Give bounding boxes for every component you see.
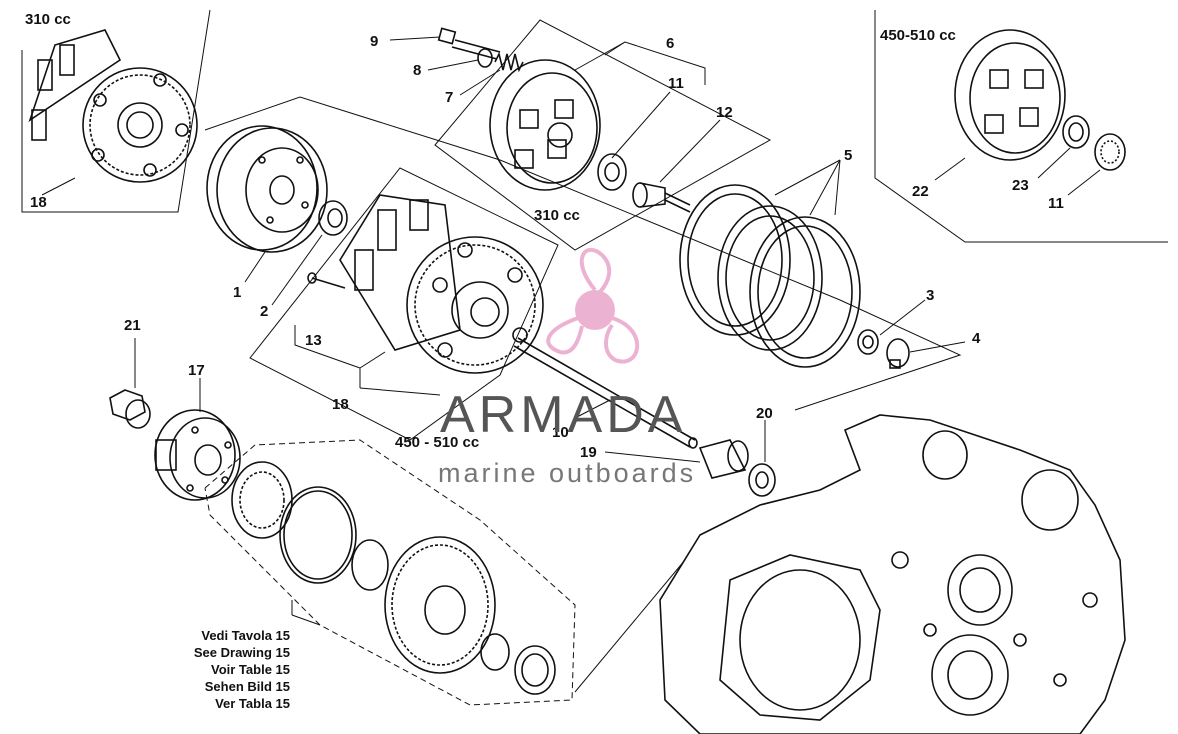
assembly-boundary <box>204 96 962 411</box>
label-310cc-top-left: 310 cc <box>25 11 71 28</box>
washer-part-23 <box>1062 115 1090 149</box>
note-line-it: Vedi Tavola 15 <box>201 628 290 643</box>
part-label-13: 13 <box>305 332 322 349</box>
part-label-23: 23 <box>1012 177 1029 194</box>
lock-washer-part-2 <box>318 200 348 236</box>
pressure-plate-part-6 <box>489 59 601 191</box>
pressure-plate-part-22 <box>954 29 1066 161</box>
frame-310cc-top-left <box>21 9 211 213</box>
logo-hub <box>575 290 615 330</box>
note-line-fr: Voir Table 15 <box>211 662 290 677</box>
part-label-11-right: 11 <box>1048 195 1064 212</box>
part-label-21: 21 <box>124 317 141 334</box>
washer-part-8 <box>477 48 493 68</box>
ring-gear-kit <box>231 461 556 695</box>
primary-gear-part-17 <box>154 409 241 501</box>
clutch-basket-part-18 <box>339 194 544 374</box>
frame-450-510cc-top-right <box>874 10 1168 243</box>
clutch-cover-part-1 <box>206 125 328 253</box>
lock-washer-part-4 <box>886 338 910 369</box>
part-label-10: 10 <box>552 424 569 441</box>
washer-part-20 <box>748 463 776 497</box>
part-label-2: 2 <box>260 303 268 320</box>
clutch-basket-310cc-part-18 <box>28 29 198 183</box>
part-label-22: 22 <box>912 183 929 200</box>
nut-part-21 <box>109 389 151 429</box>
pin-part-13 <box>307 272 346 289</box>
pushrod-part-12 <box>632 182 691 213</box>
part-label-4: 4 <box>972 330 981 347</box>
nut-part-3 <box>857 329 879 355</box>
watermark-brand: ARMADA <box>440 386 686 444</box>
part-label-1: 1 <box>233 284 241 301</box>
part-label-8: 8 <box>413 62 421 79</box>
part-label-7: 7 <box>445 89 453 106</box>
label-450-510cc-top-right: 450-510 cc <box>880 27 956 44</box>
leader-lines <box>41 36 1101 693</box>
logo-blade-2 <box>604 316 640 364</box>
armada-logo <box>546 248 640 364</box>
part-label-9: 9 <box>370 33 378 50</box>
part-label-3: 3 <box>926 287 934 304</box>
part-label-6: 6 <box>666 35 674 52</box>
label-450-510cc-center: 450 - 510 cc <box>395 434 479 451</box>
logo-blade-3 <box>546 316 584 355</box>
watermark-tagline: marine outboards <box>438 458 696 488</box>
crankcase <box>659 414 1126 734</box>
shaft-part-10 <box>513 337 698 449</box>
part-label-19: 19 <box>580 444 597 461</box>
part-label-18-center: 18 <box>332 396 349 413</box>
part-label-20: 20 <box>756 405 773 422</box>
bearing-part-11-right <box>1094 133 1126 171</box>
part-label-17: 17 <box>188 362 205 379</box>
logo-blade-1 <box>579 248 612 294</box>
frame-450-510cc-center <box>249 167 559 441</box>
part-label-12: 12 <box>716 104 733 121</box>
part-label-18-left: 18 <box>30 194 47 211</box>
bushing-part-19 <box>698 439 749 479</box>
note-line-de: Sehen Bild 15 <box>205 679 290 694</box>
note-line-en: See Drawing 15 <box>194 645 290 660</box>
bearing-part-11 <box>597 153 627 191</box>
reference-note: Vedi Tavola 15 See Drawing 15 Voir Table… <box>194 628 290 711</box>
dashed-kit-boundary <box>204 439 576 706</box>
clutch-plates-part-5 <box>679 184 861 368</box>
note-line-es: Ver Tabla 15 <box>215 696 290 711</box>
screw-part-9 <box>437 27 501 60</box>
part-label-5: 5 <box>844 147 852 164</box>
part-label-11-top: 11 <box>668 75 684 92</box>
label-310cc-center: 310 cc <box>534 207 580 224</box>
